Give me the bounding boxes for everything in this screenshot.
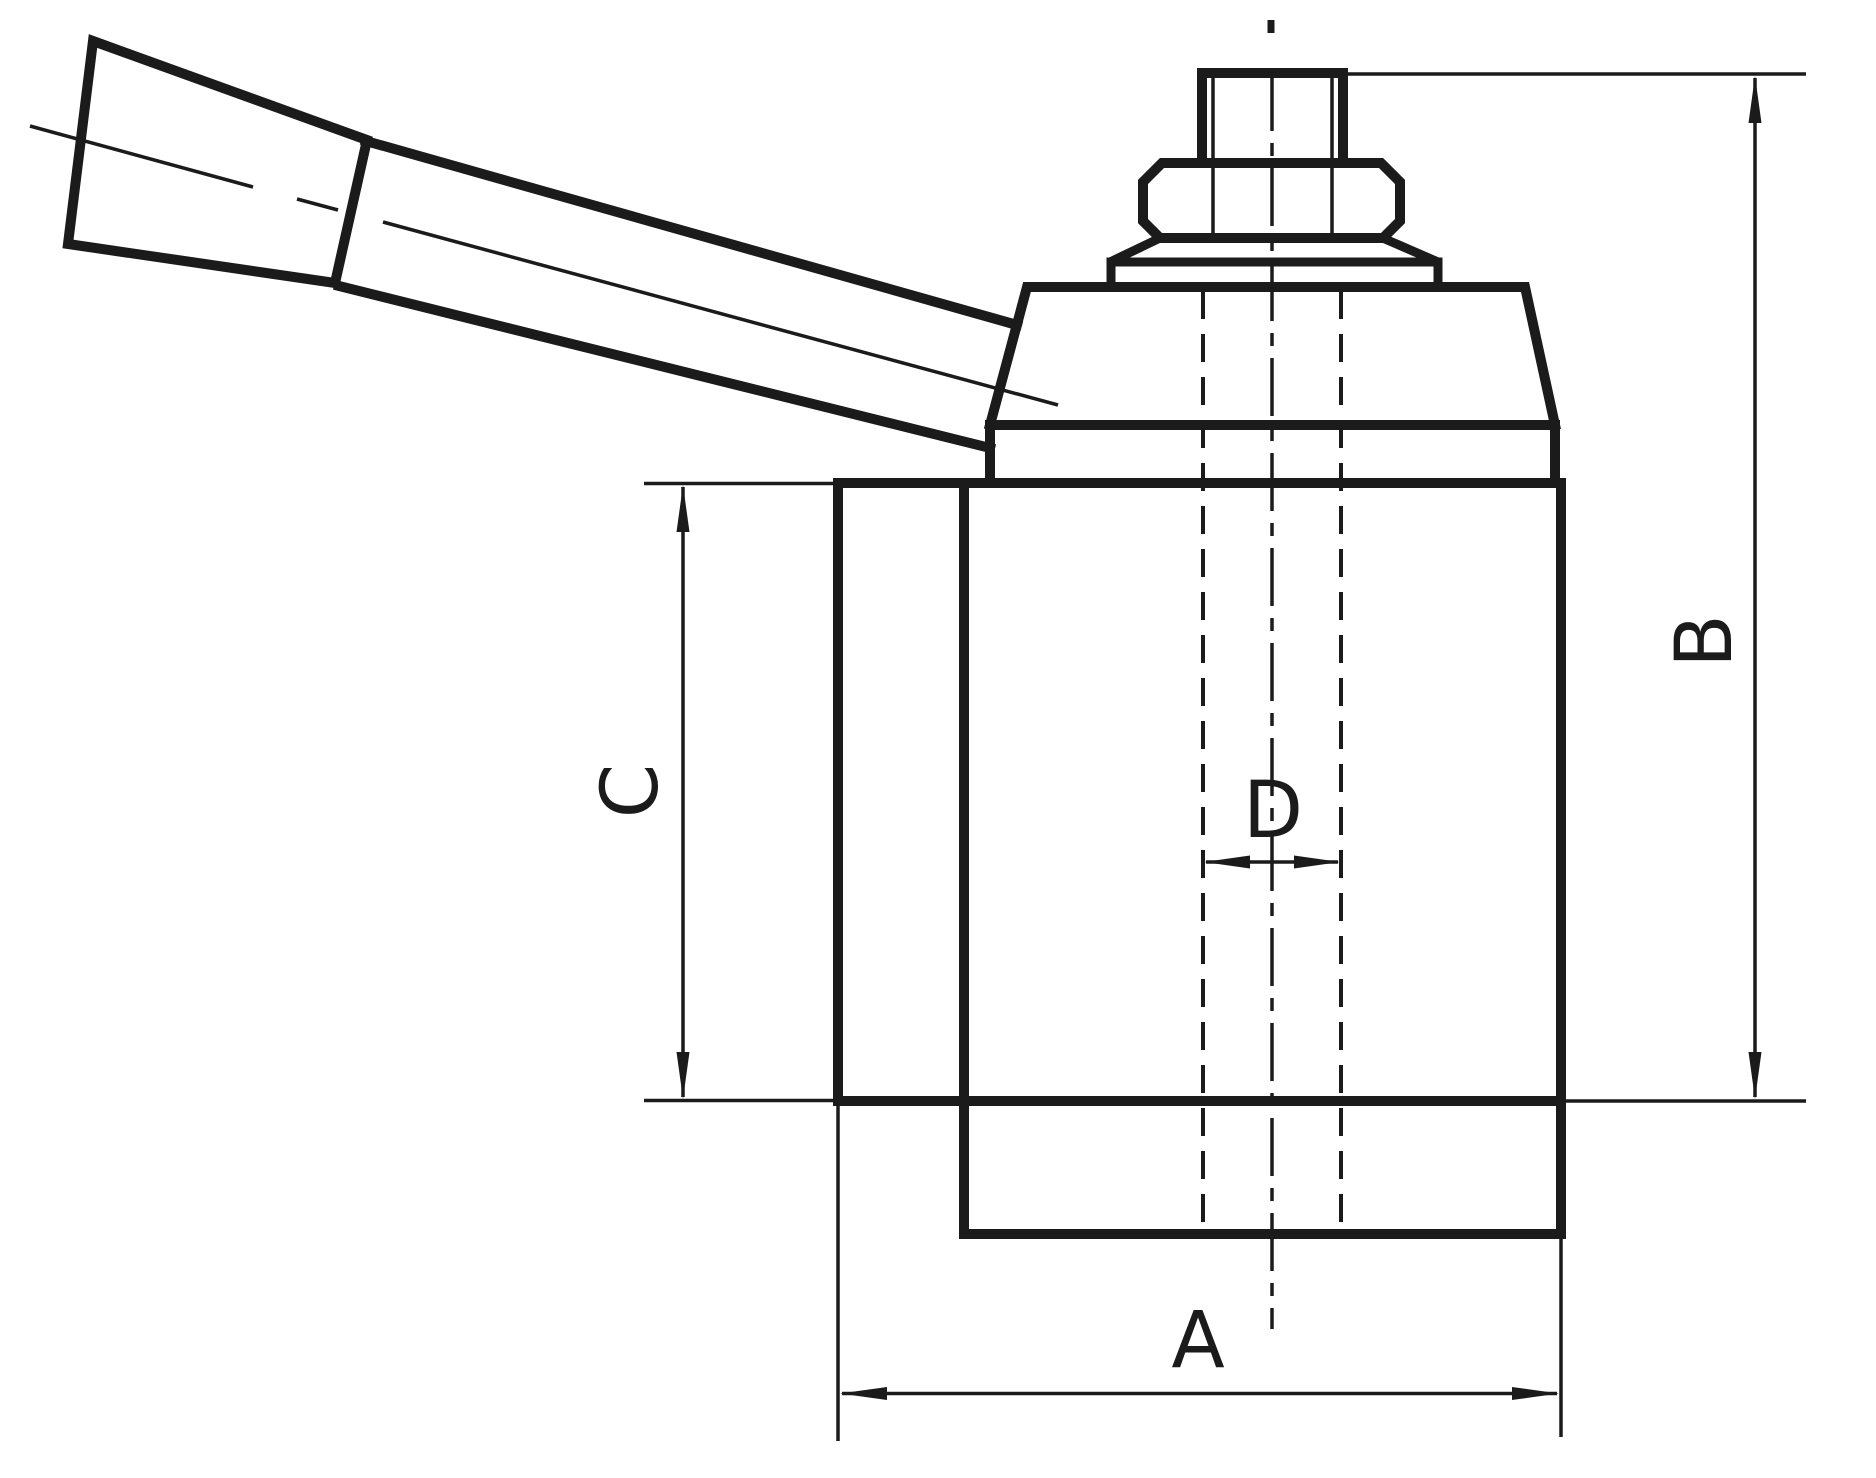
bore-hidden-lines (1201, 291, 1343, 1231)
dim-c-arrow-up (676, 485, 690, 532)
lever-arm-top-edge (359, 134, 1024, 332)
tool-post-body-left-bottom (833, 478, 1566, 1106)
flange-cone (1108, 232, 1440, 267)
dim-b-arrow-up (1748, 76, 1762, 123)
handle-center-line (29, 124, 1059, 407)
dimension-D: D (1204, 766, 1340, 869)
dim-label-b: B (1660, 614, 1750, 668)
dim-a-arrow-left (840, 1387, 887, 1400)
tool-post-body-outline (833, 478, 1566, 1239)
tool-post-top-trapezoid (983, 282, 1561, 432)
dimension-B: B (1346, 72, 1806, 1103)
dim-label-c: C (586, 764, 676, 818)
tool-post (833, 282, 1566, 1239)
clamping-stud-assembly (1106, 68, 1443, 292)
dim-a-arrow-right (1512, 1387, 1559, 1400)
lever-handle (29, 34, 1059, 455)
dim-c-arrow-down (676, 1052, 690, 1099)
dimension-A: A (836, 1103, 1563, 1441)
dim-label-a: A (1171, 1296, 1224, 1386)
handle-grip (62, 34, 373, 289)
dimension-C: C (586, 481, 836, 1103)
lever-arm-bottom-edge (332, 279, 997, 455)
stud-hex-flat-lines (1211, 76, 1334, 235)
dim-d-arrow-right (1294, 855, 1340, 869)
dim-d-arrow-left (1204, 855, 1250, 869)
tool-post-step-band (985, 420, 1560, 488)
dim-label-d: D (1243, 766, 1303, 856)
dim-b-arrow-down (1748, 1052, 1762, 1099)
